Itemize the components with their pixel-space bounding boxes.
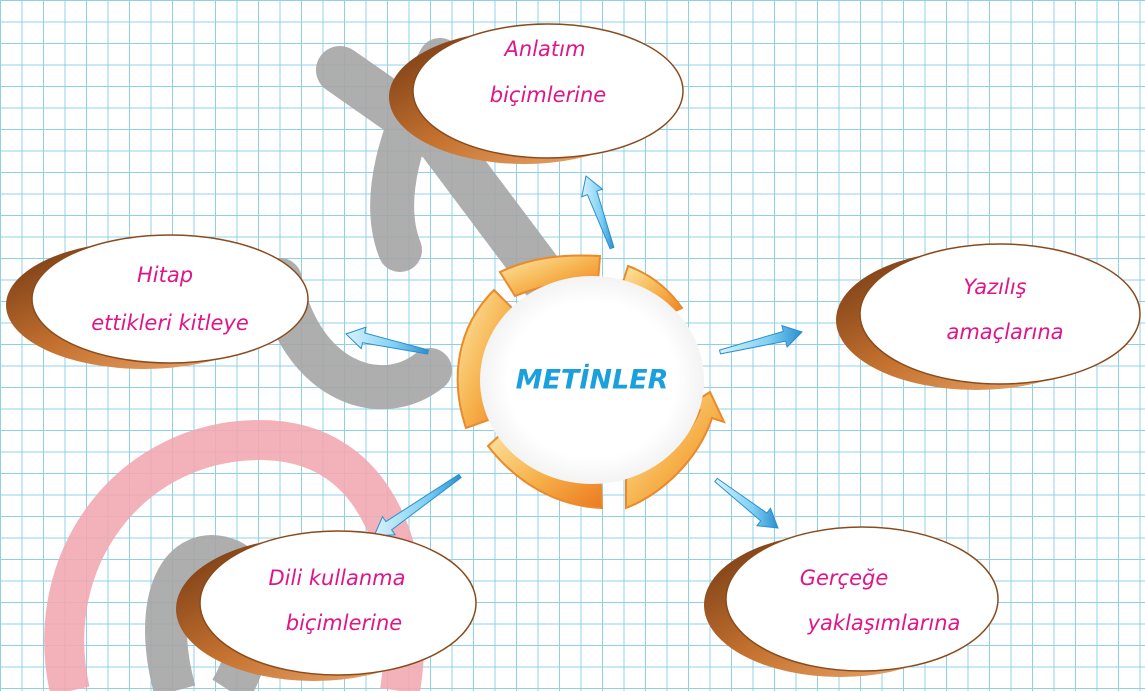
node-gercege: Gerçeğe yaklaşımlarına [704,526,999,677]
arrow-to-gercege [714,477,779,529]
node-label-line: Dili kullanma [269,566,406,590]
node-ellipse [859,243,1141,385]
ring-segment-top-left [498,254,602,298]
node-label-line: Anlatım [503,37,586,61]
node-label-line: biçimlerine [286,611,402,635]
node-ellipse [199,530,477,676]
node-label-line: biçimlerine [490,83,606,107]
node-ellipse [412,23,684,159]
center-ring [456,254,726,510]
arrow-to-yazilis [718,324,803,355]
node-label-line: amaçlarına [946,320,1063,344]
center-label: METİNLER [516,364,669,396]
node-dili: Dili kullanma biçimlerine [176,530,477,681]
node-hitap: Hitap ettikleri kitleye [6,234,309,369]
arrow-to-anlatim [581,175,615,250]
node-anlatim: Anlatım biçimlerine [389,23,684,164]
node-yazilis: Yazılış amaçlarına [836,243,1141,390]
node-label-line: Yazılış [963,275,1026,299]
node-label-line: ettikleri kitleye [91,311,249,335]
node-ellipse [31,234,309,364]
node-ellipse [725,526,999,672]
node-label-line: yaklaşımlarına [807,611,961,635]
node-label-line: Gerçeğe [800,566,889,590]
center-disc [480,276,704,484]
arrow-to-hitap [345,326,429,355]
node-label-line: Hitap [137,263,193,287]
